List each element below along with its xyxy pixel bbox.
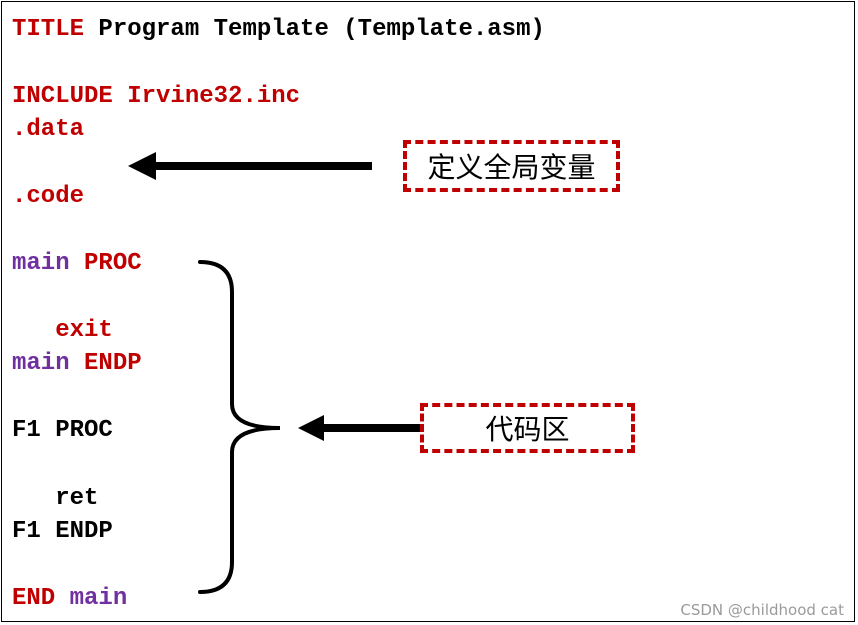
data-directive: .data (12, 116, 85, 143)
ret-statement: ret (12, 485, 99, 512)
code-line-end: END main (12, 584, 127, 614)
code-line-data: .data (12, 115, 84, 145)
end-keyword: END (12, 585, 56, 612)
code-line-ret: ret (12, 484, 98, 514)
title-text: Program Template (Template.asm) (84, 16, 545, 43)
code-line-code: .code (12, 182, 84, 212)
code-line-main-proc: main PROC (12, 249, 142, 279)
watermark-text: CSDN @childhood cat (680, 601, 844, 619)
exit-statement: exit (12, 317, 113, 344)
main-endp-name: main (12, 350, 70, 377)
main-endp-keyword: ENDP (69, 350, 142, 377)
title-keyword: TITLE (12, 16, 85, 43)
include-directive: INCLUDE Irvine32.inc (12, 83, 301, 110)
end-main-name: main (55, 585, 128, 612)
code-area-label: 代码区 (485, 413, 570, 446)
f1-proc: F1 PROC (12, 417, 113, 444)
code-directive: .code (12, 183, 85, 210)
code-line-f1-proc: F1 PROC (12, 416, 113, 446)
code-line-include: INCLUDE Irvine32.inc (12, 82, 300, 112)
code-line-f1-endp: F1 ENDP (12, 517, 113, 547)
main-proc-keyword: PROC (69, 250, 142, 277)
code-area-box: 代码区 (420, 403, 635, 453)
code-line-title: TITLE Program Template (Template.asm) (12, 15, 545, 45)
arrow-to-data (128, 152, 372, 180)
main-proc-name: main (12, 250, 70, 277)
curly-brace (198, 260, 281, 594)
code-line-main-endp: main ENDP (12, 349, 142, 379)
code-line-exit: exit (12, 316, 113, 346)
global-vars-box: 定义全局变量 (403, 140, 620, 192)
global-vars-label: 定义全局变量 (427, 151, 596, 184)
arrow-to-brace (298, 415, 422, 441)
f1-endp: F1 ENDP (12, 518, 113, 545)
